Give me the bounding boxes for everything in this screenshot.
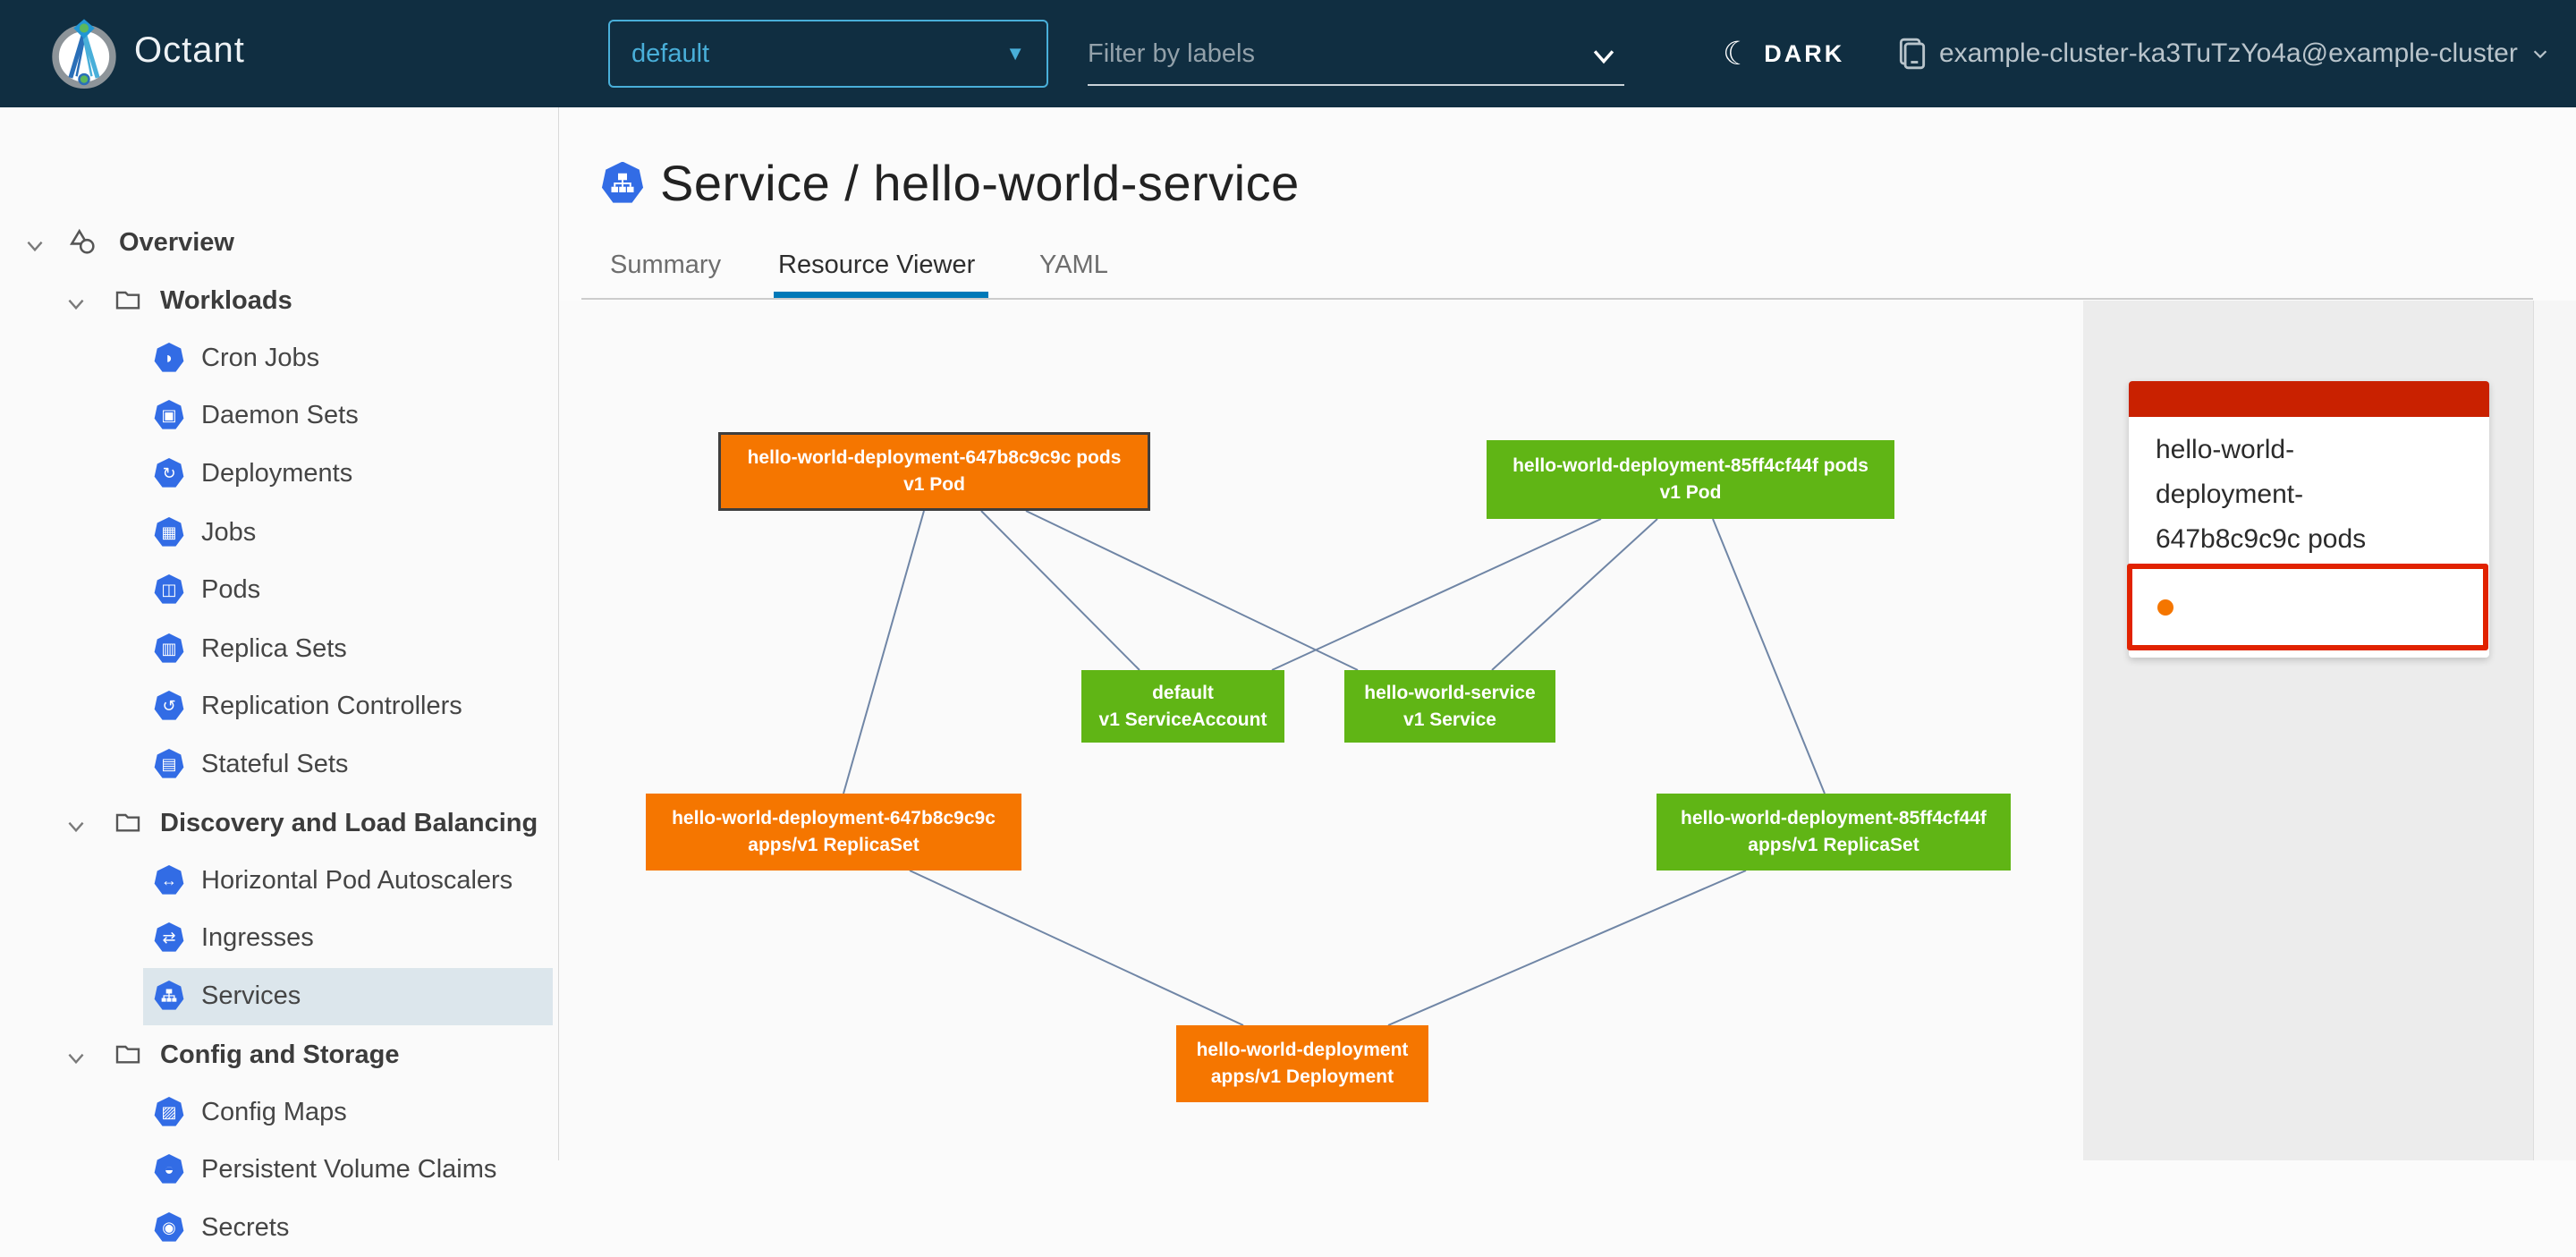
theme-toggle-button[interactable]: ☾ DARK: [1723, 27, 1844, 81]
k8s-hpa-icon: ↔: [154, 865, 184, 895]
graph-node-pod-85ff4cf44f[interactable]: hello-world-deployment-85ff4cf44f pods v…: [1487, 440, 1894, 519]
folder-icon: [114, 1040, 142, 1068]
octant-logo-icon: [47, 16, 122, 91]
k8s-deployment-icon: ↻: [154, 458, 184, 488]
k8s-configmap-icon: ▨: [154, 1097, 184, 1126]
cluster-icon: [1898, 37, 1927, 71]
objects-icon: [68, 227, 98, 258]
k8s-statefulset-icon: ▤: [154, 749, 184, 778]
sidebar-item-pods[interactable]: ◫ Pods: [0, 562, 559, 619]
label-filter-input[interactable]: [1088, 27, 1571, 81]
chevron-down-icon[interactable]: [64, 815, 88, 838]
node-detail-panel: hello-world-deployment-647b8c9c9c pods: [2083, 301, 2533, 1160]
folder-icon: [114, 808, 142, 837]
sidebar-item-ingresses[interactable]: ⇄ Ingresses: [0, 910, 559, 967]
k8s-service-icon: [154, 981, 184, 1010]
selected-node-card[interactable]: hello-world-deployment-647b8c9c9c pods: [2127, 381, 2489, 658]
sidebar-nav: Overview Workloads ◗ Cron Jobs ▣ Daemon …: [0, 107, 559, 1242]
sidebar-item-replica-sets[interactable]: ▥ Replica Sets: [0, 621, 559, 678]
sidebar-item-deployments[interactable]: ↻ Deployments: [0, 446, 559, 503]
sidebar-item-config-maps[interactable]: ▨ Config Maps: [0, 1084, 559, 1142]
graph-node-replicaset-85ff4cf44f[interactable]: hello-world-deployment-85ff4cf44f apps/v…: [1657, 794, 2011, 871]
graph-node-service[interactable]: hello-world-service v1 Service: [1344, 670, 1555, 743]
k8s-cronjob-icon: ◗: [154, 343, 184, 372]
caret-down-icon: ▼: [1005, 42, 1025, 64]
sidebar-group-discovery-load-balancing[interactable]: Discovery and Load Balancing: [0, 795, 559, 853]
sidebar-item-services[interactable]: Services: [143, 968, 553, 1025]
tab-summary[interactable]: Summary: [610, 251, 722, 279]
sidebar-item-persistent-volume-claims[interactable]: ◒ Persistent Volume Claims: [0, 1142, 559, 1199]
theme-toggle-label: DARK: [1764, 40, 1845, 67]
status-bar: [2129, 381, 2489, 417]
graph-node-pod-647b8c9c9c[interactable]: hello-world-deployment-647b8c9c9c pods v…: [718, 432, 1150, 511]
sidebar-item-stateful-sets[interactable]: ▤ Stateful Sets: [0, 736, 559, 794]
namespace-dropdown-value: default: [631, 38, 710, 68]
tab-yaml[interactable]: YAML: [1039, 251, 1108, 279]
sidebar-group-config-and-storage[interactable]: Config and Storage: [0, 1027, 559, 1084]
k8s-secret-icon: ◉: [154, 1212, 184, 1242]
active-tab-underline: [774, 292, 988, 300]
tab-resource-viewer[interactable]: Resource Viewer: [778, 251, 976, 279]
app-title: Octant: [134, 30, 245, 70]
k8s-ingress-icon: ⇄: [154, 922, 184, 952]
cluster-context-switcher[interactable]: example-cluster-ka3TuTzYo4a@example-clus…: [1898, 27, 2550, 81]
k8s-daemonset-icon: ▣: [154, 400, 184, 429]
k8s-replicaset-icon: ▥: [154, 633, 184, 663]
status-highlight-box: [2127, 564, 2488, 650]
label-filter: [1088, 27, 1624, 86]
sidebar-item-overview[interactable]: Overview: [0, 215, 559, 272]
k8s-pvc-icon: ◒: [154, 1154, 184, 1184]
chevron-down-icon[interactable]: [64, 1047, 88, 1070]
sidebar-item-jobs[interactable]: ▦ Jobs: [0, 505, 559, 562]
sidebar-item-secrets[interactable]: ◉ Secrets: [0, 1200, 559, 1257]
page-header: Service / hello-world-service: [601, 154, 1300, 212]
app-header: Octant default ▼ ☾ DARK example-cluster-…: [0, 0, 2576, 107]
sidebar-group-workloads[interactable]: Workloads: [0, 273, 559, 330]
moon-icon: ☾: [1723, 35, 1752, 72]
folder-icon: [114, 285, 142, 314]
resource-viewer-canvas: hello-world-deployment-647b8c9c9c pods v…: [559, 301, 2576, 1160]
tabs-divider: [581, 298, 2533, 300]
sidebar-item-horizontal-pod-autoscalers[interactable]: ↔ Horizontal Pod Autoscalers: [0, 853, 559, 910]
sidebar-item-replication-controllers[interactable]: ↺ Replication Controllers: [0, 678, 559, 735]
chevron-down-icon: [2530, 44, 2550, 64]
k8s-replicationcontroller-icon: ↺: [154, 691, 184, 720]
graph-edges: [843, 510, 1826, 1026]
chevron-down-icon[interactable]: [64, 293, 88, 316]
chevron-down-icon[interactable]: [23, 234, 47, 258]
chevron-down-icon[interactable]: [1589, 41, 1619, 72]
panel-scrollbar-gutter[interactable]: [2533, 301, 2576, 1160]
selected-node-title: hello-world-deployment-647b8c9c9c pods: [2156, 435, 2367, 554]
k8s-pod-icon: ◫: [154, 574, 184, 604]
k8s-job-icon: ▦: [154, 517, 184, 547]
graph-node-replicaset-647b8c9c9c[interactable]: hello-world-deployment-647b8c9c9c apps/v…: [646, 794, 1021, 871]
status-dot-icon: [2157, 599, 2174, 616]
page-title: Service / hello-world-service: [660, 155, 1300, 211]
k8s-service-icon: [601, 161, 644, 203]
sidebar-item-daemon-sets[interactable]: ▣ Daemon Sets: [0, 387, 559, 445]
sidebar-item-cron-jobs[interactable]: ◗ Cron Jobs: [0, 330, 559, 387]
graph-node-deployment[interactable]: hello-world-deployment apps/v1 Deploymen…: [1176, 1025, 1428, 1102]
namespace-dropdown[interactable]: default ▼: [608, 20, 1048, 88]
graph-node-serviceaccount[interactable]: default v1 ServiceAccount: [1081, 670, 1284, 743]
cluster-context-label: example-cluster-ka3TuTzYo4a@example-clus…: [1939, 38, 2518, 68]
main-content: Service / hello-world-service Summary Re…: [559, 107, 2576, 1160]
